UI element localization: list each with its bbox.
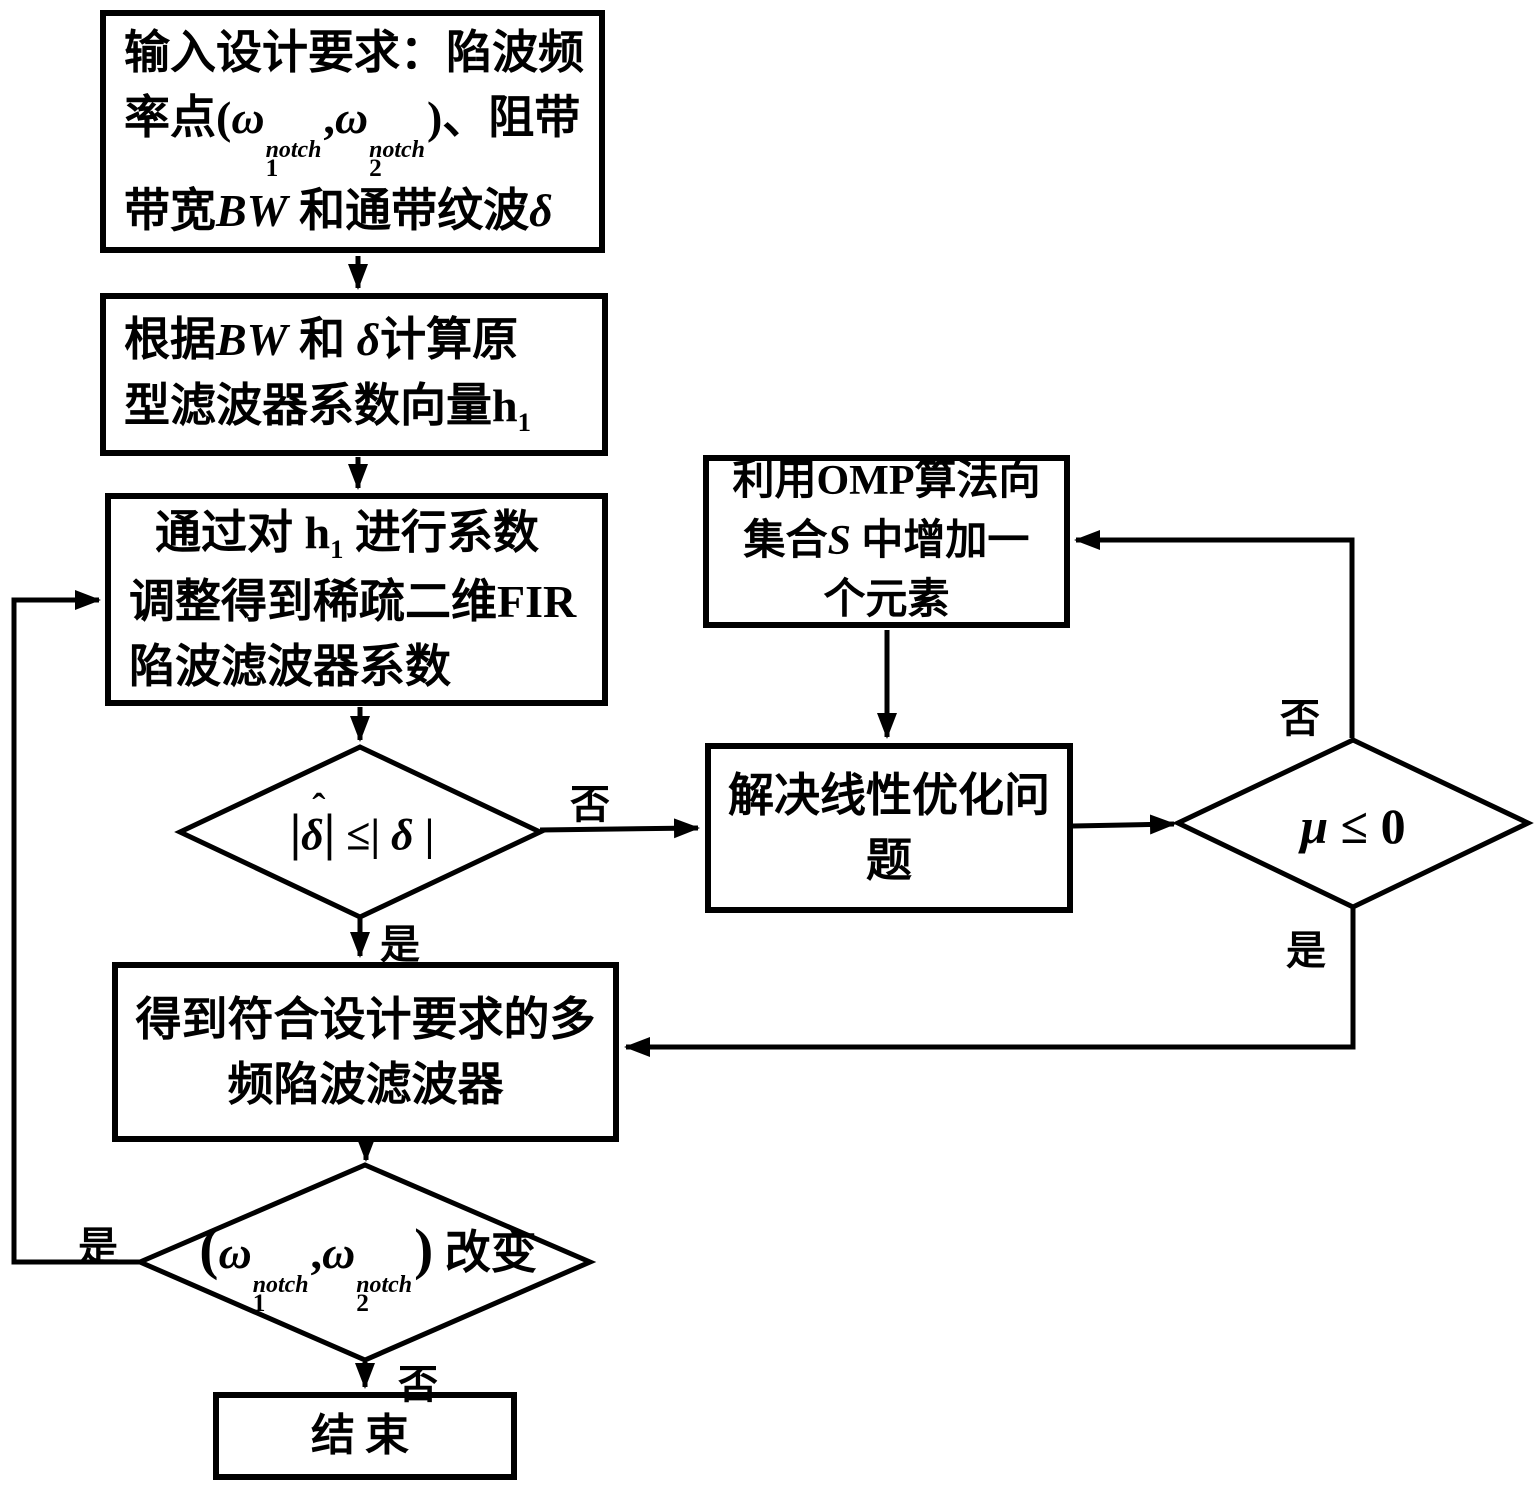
omega-subsup: notch1 [266, 142, 322, 177]
omega-subscript: 2 [356, 1294, 369, 1312]
zero-value: 0 [1381, 798, 1406, 854]
h-vector-symbol: h [305, 507, 331, 558]
node-text-line: 得到符合设计要求的多 [136, 987, 596, 1052]
mu-symbol: μ [1300, 798, 1328, 854]
node-text-line: 根据BW 和 δ计算原 [124, 307, 518, 372]
node-solve-linear-optimization: 解决线性优化问 题 [705, 743, 1073, 913]
omega-symbol: ω [322, 1227, 355, 1278]
paren-close: ) [414, 1218, 433, 1281]
text-run: 陷波滤波器系数 [129, 641, 451, 692]
label-change-no: 否 [398, 1352, 438, 1410]
node-coefficient-adjust: 通过对 h1 进行系数 调整得到稀疏二维FIR 陷波滤波器系数 [105, 493, 608, 706]
text-run: )、阻带 [427, 92, 580, 143]
label-change-yes: 是 [78, 1214, 118, 1272]
omega-subscript: 1 [266, 159, 279, 177]
text-run: 输入设计要求：陷波频 [124, 27, 584, 78]
decision-delta-check-label: |δˆ| ≤| δ | [290, 804, 435, 863]
delta-hat-symbol: δˆ [301, 810, 324, 861]
leq-operator: ≤ [346, 811, 370, 860]
node-text-line: 输入设计要求：陷波频 [124, 20, 584, 85]
hat-accent: ˆ [312, 785, 325, 831]
delta-symbol: δ [357, 314, 381, 365]
text-run: 率点( [124, 92, 231, 143]
omega-subsup: notch1 [253, 1277, 309, 1312]
h-subscript: 1 [330, 534, 343, 564]
omega-subsup: notch2 [369, 142, 425, 177]
text-run: 调整得到稀疏二维FIR [129, 576, 576, 627]
node-text-line: 利用OMP算法向 [733, 452, 1041, 512]
set-s-symbol: S [828, 518, 851, 564]
node-text-line: 频陷波滤波器 [228, 1052, 504, 1117]
text-run: 题 [866, 835, 912, 886]
bw-symbol: BW [216, 314, 288, 365]
text-run: 进行系数 [343, 507, 539, 558]
omega-symbol: ω [335, 92, 368, 143]
text-run: 计算原 [380, 314, 518, 365]
abs-bar: | [425, 811, 435, 860]
text-run: 频陷波滤波器 [228, 1059, 504, 1110]
omega-subsup: notch2 [356, 1277, 412, 1312]
text-run: 集合 [744, 518, 828, 564]
text-run: 解决线性优化问 [728, 770, 1050, 821]
bw-symbol: BW [216, 185, 288, 236]
text-run: 得到符合设计要求的多 [136, 994, 596, 1045]
text-run: 利用OMP算法向 [733, 458, 1041, 504]
label-delta-yes: 是 [380, 912, 420, 970]
label-delta-no: 否 [570, 772, 610, 830]
text-run: 根据 [124, 314, 216, 365]
text-run: 通过对 [155, 507, 305, 558]
comma: , [311, 1227, 323, 1278]
node-text-line: 陷波滤波器系数 [129, 634, 451, 699]
text-run: 和通带纹波 [288, 185, 530, 236]
node-text-line: 带宽BW 和通带纹波δ [124, 178, 553, 243]
text-run: 个元素 [823, 577, 949, 623]
text-run: 中增加一 [851, 518, 1030, 564]
node-compute-prototype: 根据BW 和 δ计算原 型滤波器系数向量h1 [100, 293, 608, 456]
delta-symbol: δ [529, 185, 553, 236]
node-end: 结束 [213, 1392, 517, 1480]
text-run: 带宽 [124, 185, 216, 236]
text-run: , [323, 92, 335, 143]
node-text-line: 结束 [311, 1405, 419, 1467]
text-run: 和 [288, 314, 357, 365]
node-text-line: 解决线性优化问 [728, 763, 1050, 828]
node-text-line: 调整得到稀疏二维FIR [129, 569, 576, 634]
text-run: 型滤波器系数向量 [124, 380, 492, 431]
label-mu-yes: 是 [1286, 918, 1326, 976]
paren-open: ( [199, 1218, 218, 1281]
node-omp-add-element: 利用OMP算法向 集合S 中增加一 个元素 [703, 455, 1070, 628]
arrow-delta-no-to-linear [540, 828, 698, 830]
text-run: 结束 [311, 1411, 419, 1460]
node-text-line: 型滤波器系数向量h1 [124, 373, 531, 442]
h-subscript: 1 [518, 407, 531, 437]
label-mu-no: 否 [1280, 686, 1320, 744]
omega-symbol: ω [231, 92, 264, 143]
decision-frequency-change-label: (ωnotch1,ωnotch2) 改变 [199, 1216, 536, 1312]
arrow-mu-yes-to-result [626, 908, 1353, 1047]
node-text-line: 个元素 [823, 571, 949, 631]
node-text-line: 集合S 中增加一 [744, 512, 1030, 572]
abs-bar: | [370, 811, 380, 860]
node-text-line: 通过对 h1 进行系数 [129, 500, 539, 569]
node-text-line: 题 [866, 828, 912, 893]
omega-subscript: 2 [369, 159, 382, 177]
abs-bar: | [290, 805, 301, 862]
node-input-requirements: 输入设计要求：陷波频 率点(ωnotch1,ωnotch2)、阻带 带宽BW 和… [100, 10, 605, 253]
node-text-line: 率点(ωnotch1,ωnotch2)、阻带 [124, 85, 580, 177]
h-vector-symbol: h [492, 380, 518, 431]
delta-symbol: δ [391, 811, 414, 860]
text-run: 改变 [433, 1227, 537, 1278]
omega-subscript: 1 [253, 1294, 266, 1312]
omega-symbol: ω [218, 1227, 251, 1278]
leq-operator: ≤ [1328, 798, 1380, 854]
node-result-filter: 得到符合设计要求的多 频陷波滤波器 [112, 962, 619, 1142]
arrow-linear-to-mu-check [1073, 824, 1174, 826]
decision-mu-check-label: μ ≤ 0 [1300, 797, 1405, 855]
